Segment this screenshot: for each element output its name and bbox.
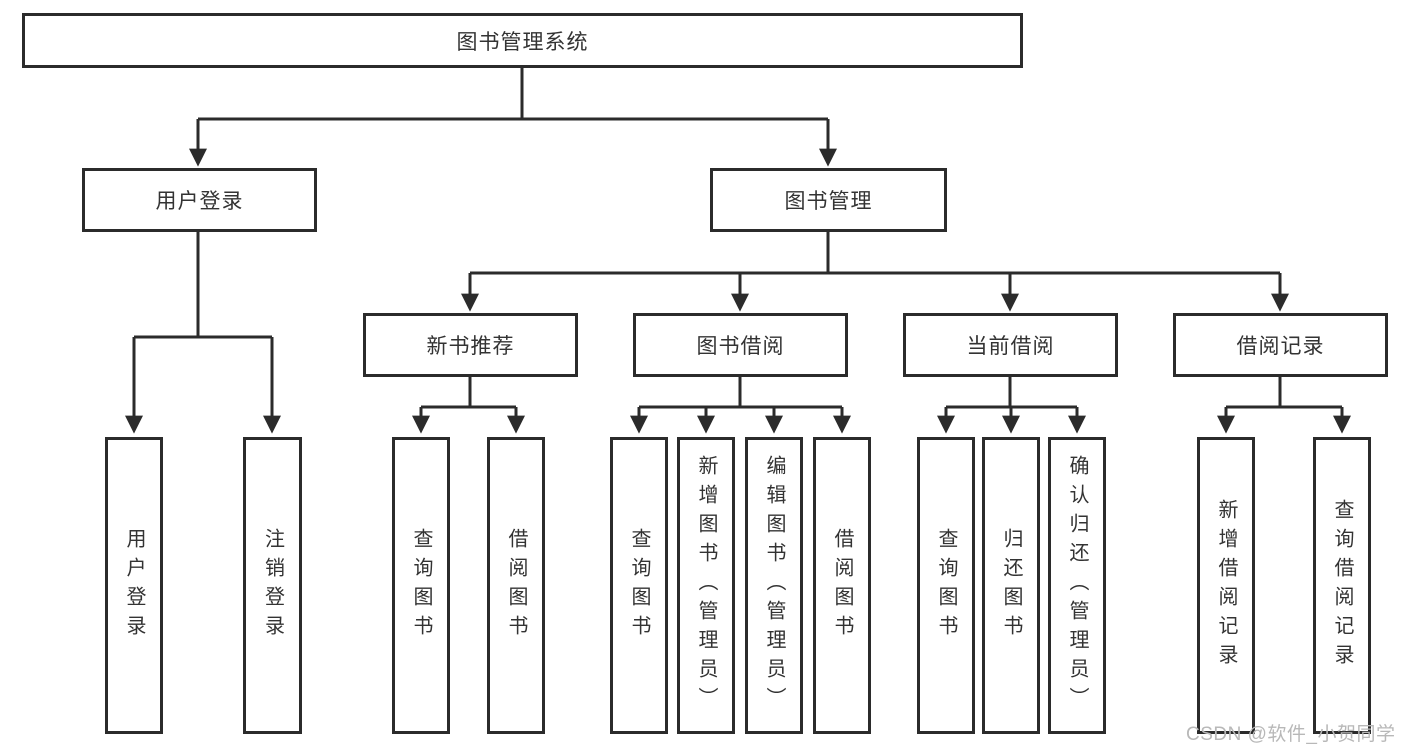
node-leaf-nb-borrow-books: 借阅图书	[487, 437, 545, 734]
node-leaf-bw-add-books-admin-label: 新增图书（管理员）	[695, 455, 717, 716]
node-new-book-recommend-label: 新书推荐	[426, 335, 515, 358]
edge-new-books-to-leaves	[412, 377, 525, 434]
node-book-borrowing-label: 图书借阅	[696, 335, 785, 358]
node-current-borrowing: 当前借阅	[903, 313, 1118, 377]
node-leaf-re-add-record: 新增借阅记录	[1197, 437, 1255, 734]
node-leaf-cu-return-books: 归还图书	[982, 437, 1040, 734]
node-leaf-user-login: 用户登录	[105, 437, 163, 734]
node-borrowing-records: 借阅记录	[1173, 313, 1388, 377]
node-leaf-nb-query-books: 查询图书	[392, 437, 450, 734]
node-leaf-user-login-label: 用户登录	[123, 527, 145, 644]
edge-records-to-leaves	[1217, 377, 1351, 434]
node-borrowing-records-label: 借阅记录	[1236, 335, 1325, 358]
node-leaf-re-query-record: 查询借阅记录	[1313, 437, 1371, 734]
node-leaf-bw-edit-books-admin-label: 编辑图书（管理员）	[763, 455, 785, 716]
node-leaf-bw-borrow-books: 借阅图书	[813, 437, 871, 734]
node-leaf-bw-query-books: 查询图书	[610, 437, 668, 734]
node-user-login-group: 用户登录	[82, 168, 317, 232]
node-book-management: 图书管理	[710, 168, 947, 232]
node-leaf-nb-borrow-books-label: 借阅图书	[505, 527, 527, 644]
edge-borrowing-to-leaves	[630, 377, 851, 434]
node-leaf-cu-return-books-label: 归还图书	[1000, 527, 1022, 644]
node-leaf-re-add-record-label: 新增借阅记录	[1215, 498, 1237, 673]
edge-login-group-to-leaves	[125, 232, 281, 434]
node-leaf-re-query-record-label: 查询借阅记录	[1331, 498, 1353, 673]
node-new-book-recommend: 新书推荐	[363, 313, 578, 377]
node-leaf-cu-query-books: 查询图书	[917, 437, 975, 734]
node-root-system-label: 图书管理系统	[456, 30, 589, 54]
node-leaf-nb-query-books-label: 查询图书	[410, 527, 432, 644]
node-leaf-cu-confirm-return-admin-label: 确认归还（管理员）	[1066, 455, 1088, 716]
node-leaf-bw-query-books-label: 查询图书	[628, 527, 650, 644]
node-leaf-cu-query-books-label: 查询图书	[935, 527, 957, 644]
node-leaf-cu-confirm-return-admin: 确认归还（管理员）	[1048, 437, 1106, 734]
node-book-borrowing: 图书借阅	[633, 313, 848, 377]
node-book-management-label: 图书管理	[784, 190, 873, 213]
edge-root-to-level2	[189, 68, 837, 167]
node-leaf-bw-borrow-books-label: 借阅图书	[831, 527, 853, 644]
edge-current-to-leaves	[937, 377, 1086, 434]
edge-book-mgmt-to-level3	[461, 232, 1289, 312]
node-current-borrowing-label: 当前借阅	[966, 335, 1055, 358]
node-leaf-bw-edit-books-admin: 编辑图书（管理员）	[745, 437, 803, 734]
node-leaf-logout-label: 注销登录	[261, 527, 284, 644]
node-leaf-logout: 注销登录	[243, 437, 302, 734]
node-user-login-group-label: 用户登录	[155, 190, 244, 213]
node-leaf-bw-add-books-admin: 新增图书（管理员）	[677, 437, 735, 734]
csdn-watermark: CSDN @软件_小贺同学	[1186, 724, 1396, 745]
node-root-system: 图书管理系统	[22, 13, 1023, 68]
